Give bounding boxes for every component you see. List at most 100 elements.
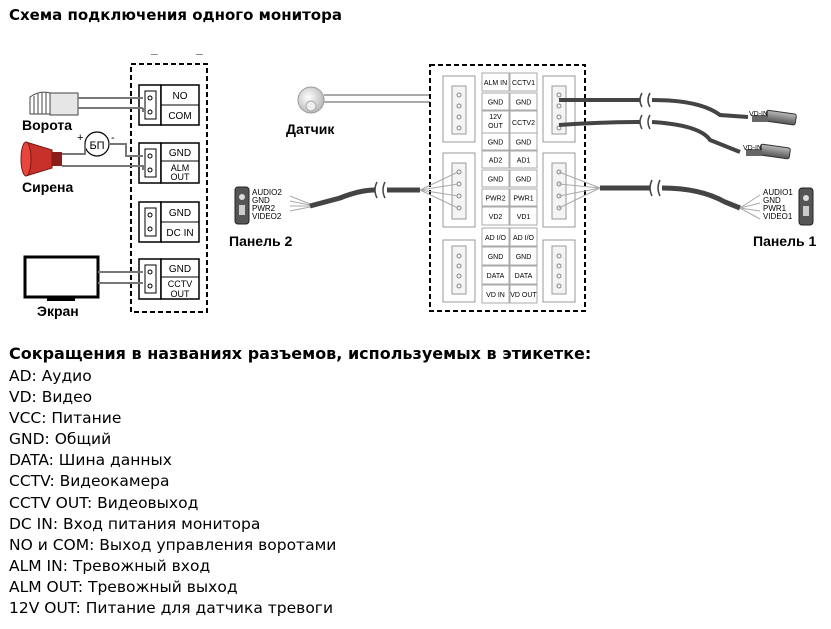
center-cell bbox=[481, 265, 510, 285]
terminal-label-no: NO bbox=[173, 91, 188, 102]
center-cell-label: DATA bbox=[487, 273, 505, 280]
panel2-wire-gnd: GND bbox=[252, 196, 270, 205]
center-cell bbox=[481, 227, 510, 247]
legend-item: CCTV OUT: Видеовыход bbox=[9, 493, 199, 512]
center-cell-label: GND bbox=[488, 254, 504, 261]
camera2-label: VD-IN bbox=[743, 145, 762, 152]
terminal-label-com: COM bbox=[168, 111, 191, 122]
center-cell bbox=[481, 188, 510, 207]
center-cell bbox=[481, 92, 510, 111]
center-cell bbox=[509, 246, 538, 266]
center-cell bbox=[509, 284, 538, 304]
terminal-label-gnd-2: GND bbox=[169, 208, 191, 219]
legend-list: AD: Аудио VD: Видео VCC: Питание GND: Об… bbox=[9, 366, 336, 619]
camera1-label: VD-IN bbox=[749, 111, 768, 118]
terminal-gnd-cctv-out: GND CCTV OUT bbox=[138, 258, 200, 300]
panel2-wire-pwr2: PWR2 bbox=[252, 204, 276, 213]
panel1-icon bbox=[798, 187, 814, 226]
gate-icon bbox=[29, 91, 79, 116]
legend-item: AD: Аудио bbox=[9, 367, 92, 385]
panel1-wire-video1: VIDEO1 bbox=[763, 212, 793, 221]
panel2-wire-video2: VIDEO2 bbox=[252, 212, 282, 221]
center-cell-label: CCTV1 bbox=[512, 80, 535, 87]
sensor-icon bbox=[297, 86, 325, 114]
center-cell bbox=[509, 227, 538, 247]
screen-label: Экран bbox=[37, 303, 79, 319]
panel2-wire-labels: AUDIO2 GND PWR2 VIDEO2 bbox=[252, 188, 282, 221]
legend-item: ALM IN: Тревожный вход bbox=[9, 556, 211, 575]
panel2-icon bbox=[234, 186, 250, 225]
center-cell bbox=[481, 72, 510, 92]
center-cell-label: GND bbox=[488, 177, 504, 184]
center-cell-label: ALM IN bbox=[484, 80, 507, 87]
center-cell-label: VD2 bbox=[489, 214, 503, 221]
center-cell bbox=[481, 132, 510, 151]
legend-item: GND: Общий bbox=[9, 430, 112, 449]
center-cell bbox=[509, 188, 538, 207]
psu-icon: БП + - bbox=[77, 131, 115, 157]
psu-label: БП bbox=[89, 140, 104, 152]
legend-item: CCTV: Видеокамера bbox=[9, 472, 170, 491]
center-cell-label: VD IN bbox=[486, 292, 505, 299]
psu-minus: - bbox=[111, 132, 115, 144]
center-cell-label: AD I/O bbox=[485, 235, 507, 242]
center-cell-label: GND bbox=[516, 254, 532, 261]
legend-item: 12V OUT: Питание для датчика тревоги bbox=[9, 599, 334, 618]
legend-item: ALM OUT: Тревожный выход bbox=[9, 577, 238, 596]
terminal-label-out: OUT bbox=[171, 289, 191, 299]
top-mark-2: _ bbox=[195, 42, 203, 56]
center-cell bbox=[481, 150, 510, 169]
panel1-label: Панель 1 bbox=[753, 233, 816, 249]
page-title: Схема подключения одного монитора bbox=[9, 6, 342, 24]
siren-label: Сирена bbox=[22, 179, 74, 195]
center-cell bbox=[509, 265, 538, 285]
center-cell bbox=[509, 92, 538, 111]
center-cell-label: AD I/O bbox=[513, 235, 535, 242]
center-cell bbox=[509, 169, 538, 188]
gate-label: Ворота bbox=[22, 117, 72, 133]
camera-cable-2 bbox=[558, 114, 741, 154]
center-cell-label: GND bbox=[516, 100, 532, 107]
center-cell-label: PWR2 bbox=[485, 196, 505, 203]
camera-icon-1 bbox=[752, 109, 797, 126]
center-cell bbox=[509, 206, 538, 226]
camera-cable-1 bbox=[559, 92, 749, 119]
panel1-cable bbox=[558, 171, 761, 220]
terminal-gnd-dc-in: GND DC IN bbox=[138, 201, 200, 243]
center-cell-label: GND bbox=[488, 140, 504, 147]
center-cell-label: VD OUT bbox=[510, 292, 537, 299]
center-cell-label: AD2 bbox=[489, 158, 503, 165]
center-cell-label: GND bbox=[488, 100, 504, 107]
center-cell-label: VD1 bbox=[517, 214, 531, 221]
center-cell bbox=[509, 150, 538, 169]
center-cell bbox=[481, 246, 510, 266]
center-cell-label: PWR1 bbox=[513, 196, 533, 203]
panel1-wire-gnd: GND bbox=[763, 196, 781, 205]
psu-plus: + bbox=[77, 132, 83, 144]
connector-pins bbox=[456, 92, 562, 289]
legend-title: Сокращения в названиях разъемов, использ… bbox=[9, 344, 592, 363]
top-mark-1: _ bbox=[150, 42, 158, 56]
screen-icon bbox=[23, 255, 100, 301]
center-cell bbox=[481, 206, 510, 226]
sensor-label: Датчик bbox=[286, 121, 335, 137]
center-cell-label: DATA bbox=[515, 273, 533, 280]
panel1-wire-audio1: AUDIO1 bbox=[763, 188, 793, 197]
panel1-wire-pwr1: PWR1 bbox=[763, 204, 787, 213]
legend-item: DATA: Шина данных bbox=[9, 451, 172, 470]
panel2-cable bbox=[289, 171, 459, 212]
center-cell-label: GND bbox=[516, 177, 532, 184]
terminal-label-gnd-1: GND bbox=[169, 148, 191, 159]
terminal-label-dc-in: DC IN bbox=[166, 228, 193, 239]
center-cell-label: AD1 bbox=[517, 158, 531, 165]
camera-icon-2 bbox=[746, 143, 791, 160]
center-cell bbox=[509, 132, 538, 151]
center-cell bbox=[509, 72, 538, 92]
